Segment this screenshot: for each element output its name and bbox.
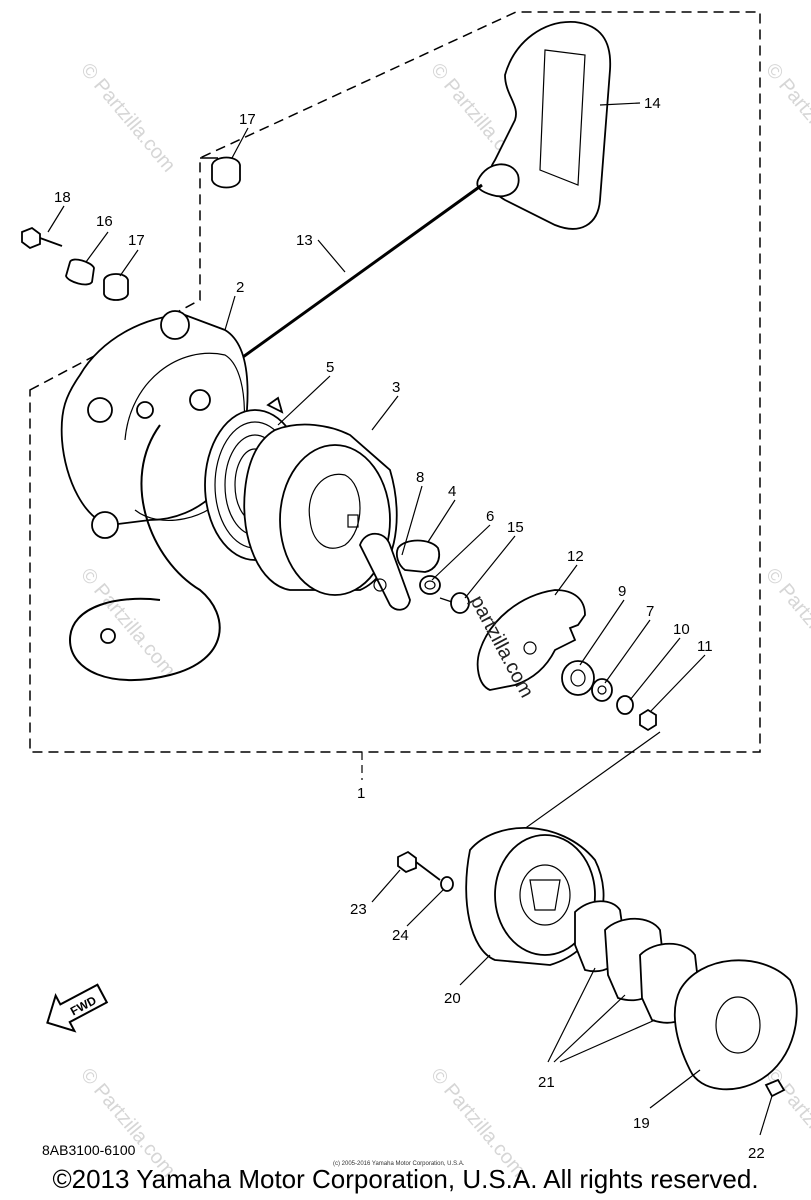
callout-2: 2 [236, 279, 244, 296]
callout-21: 21 [538, 1074, 555, 1091]
callout-17-upper: 17 [239, 111, 256, 128]
callout-7: 7 [646, 603, 654, 620]
collar-part-upper [211, 156, 241, 189]
bushing-part [561, 660, 595, 696]
callout-24: 24 [392, 927, 409, 944]
wire-terminal-part [100, 628, 116, 644]
watermark-mid-right: © Partzilla.com [761, 564, 811, 681]
starter-case-part [60, 310, 249, 539]
callouts: 1 2 3 4 5 6 7 8 9 10 11 12 13 14 15 16 1… [54, 95, 765, 1162]
plate-part [476, 589, 586, 691]
callout-18: 18 [54, 189, 71, 206]
screw-part-22 [764, 1078, 786, 1098]
guide-part [395, 539, 440, 573]
callout-11: 11 [697, 638, 713, 655]
callout-10: 10 [673, 621, 690, 638]
sheave-drum-part [243, 423, 398, 596]
hub-plate-part [673, 959, 798, 1091]
bolt-part [439, 592, 470, 614]
fwd-arrow-icon: FWD [46, 983, 109, 1033]
callout-19: 19 [633, 1115, 650, 1132]
callout-15: 15 [507, 519, 524, 536]
callout-4: 4 [448, 483, 456, 500]
callout-8: 8 [416, 469, 424, 486]
collar-part-lower [103, 273, 129, 301]
small-spring-part [419, 575, 441, 595]
drive-pulley-part [465, 827, 605, 966]
callout-23: 23 [350, 901, 367, 918]
collar-part-16 [65, 258, 95, 286]
washer-part [591, 678, 613, 702]
callout-9: 9 [618, 583, 626, 600]
ratchet-part [359, 532, 411, 611]
diagram-code: 8AB3100-6100 [42, 1142, 136, 1158]
bolt-part-23 [397, 850, 441, 881]
callout-13: 13 [296, 232, 313, 249]
callout-3: 3 [392, 379, 400, 396]
callout-14: 14 [644, 95, 661, 112]
callout-12: 12 [567, 548, 584, 565]
callout-6: 6 [486, 508, 494, 525]
callout-20: 20 [444, 990, 461, 1007]
bolt-part-18 [21, 226, 63, 250]
washer-part-24 [440, 876, 454, 892]
callout-22: 22 [748, 1145, 765, 1162]
tiny-copyright: (c) 2005-2016 Yamaha Motor Corporation, … [333, 1161, 465, 1167]
callout-16: 16 [96, 213, 113, 230]
copyright-notice: ©2013 Yamaha Motor Corporation, U.S.A. A… [52, 1164, 759, 1194]
watermark-top-right: © Partzilla.com [761, 59, 811, 176]
callout-17-lower: 17 [128, 232, 145, 249]
callout-5: 5 [326, 359, 334, 376]
leader-lines [47, 102, 773, 1136]
watermark-top-left: © Partzilla.com [76, 59, 179, 176]
assembly-boundary [29, 11, 761, 753]
wire-part [68, 424, 221, 682]
nut-part [639, 708, 657, 732]
lock-washer-part [616, 695, 634, 715]
starter-rope-part [235, 183, 483, 364]
callout-1: 1 [357, 785, 365, 802]
starter-handle-part [476, 21, 612, 230]
watermark-mid-left: © Partzilla.com [76, 564, 179, 681]
